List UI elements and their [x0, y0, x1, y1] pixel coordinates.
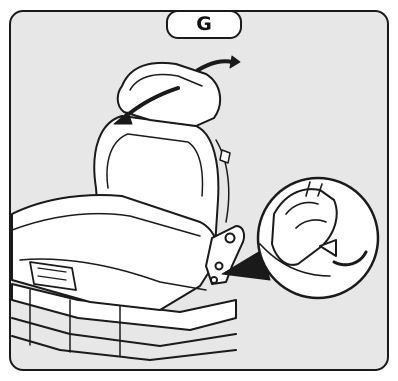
magnified-detail — [258, 178, 378, 298]
figure-label-tab: G — [166, 10, 242, 39]
figure-label: G — [196, 15, 212, 34]
